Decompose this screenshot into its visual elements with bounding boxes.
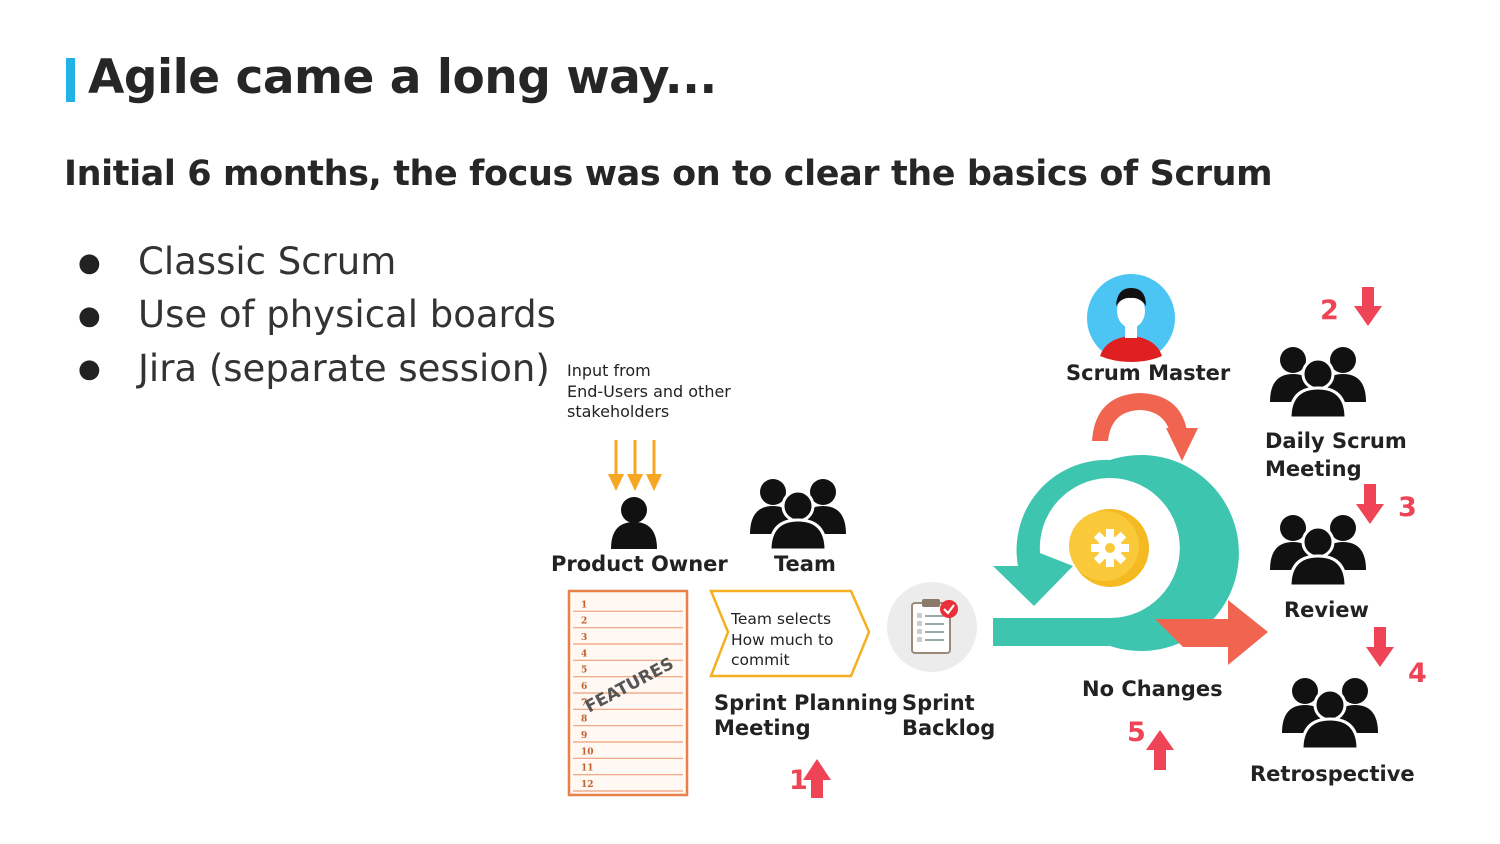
step-number-3: 3	[1398, 492, 1417, 523]
bullet-item: ● Jira (separate session)	[78, 343, 556, 396]
bullet-text: Classic Scrum	[138, 240, 397, 283]
review-team-icon	[1268, 513, 1368, 588]
retrospective-label: Retrospective	[1250, 762, 1415, 786]
input-arrows-icon	[608, 440, 662, 491]
daily-scrum-line: Daily Scrum	[1265, 429, 1407, 453]
step-4-arrow-icon	[1366, 627, 1394, 667]
step-3-arrow-icon	[1356, 484, 1384, 524]
title-accent-bar	[66, 58, 75, 102]
team-selects-text: Team selects How much to commit	[731, 609, 834, 671]
bullet-item: ● Use of physical boards	[78, 289, 556, 342]
sprint-cycle-icon	[993, 455, 1239, 651]
team-selects-chevron	[709, 589, 871, 678]
bullet-dot-icon: ●	[78, 247, 101, 278]
review-label: Review	[1284, 598, 1369, 622]
input-note-line: End-Users and other	[567, 381, 731, 401]
backlog-row-number: 12	[581, 780, 594, 790]
step-number-4: 4	[1408, 658, 1427, 689]
step-5-arrow-icon	[1146, 730, 1174, 770]
product-owner-icon	[611, 497, 657, 549]
input-note-line: stakeholders	[567, 402, 670, 421]
team-selects-line: Team selects	[731, 610, 832, 628]
backlog-row-number: 4	[581, 649, 587, 659]
clipboard-icon	[887, 582, 977, 672]
daily-scrum-line: Meeting	[1265, 457, 1362, 481]
sprint-backlog-line: Backlog	[902, 716, 996, 740]
backlog-row-number: 10	[581, 747, 594, 757]
backlog-row-number: 11	[581, 764, 594, 774]
bullet-list: ● Classic Scrum ● Use of physical boards ●…	[78, 236, 556, 396]
step-1-arrow-icon	[803, 759, 831, 798]
team-label: Team	[774, 552, 836, 576]
daily-cycle-arrow-icon	[1092, 393, 1198, 461]
backlog-row-number: 2	[581, 617, 587, 627]
backlog-row-number: 5	[581, 666, 587, 676]
bullet-text: Jira (separate session)	[138, 346, 550, 390]
retrospective-team-icon	[1280, 676, 1380, 751]
sprint-planning-line: Sprint Planning	[714, 691, 898, 715]
sprint-backlog-label: Sprint Backlog	[902, 691, 995, 741]
backlog-row-number: 8	[581, 715, 587, 725]
sprint-planning-label: Sprint Planning Meeting	[714, 691, 898, 741]
scrum-master-label: Scrum Master	[1066, 361, 1231, 385]
bullet-dot-icon: ●	[78, 354, 101, 385]
sprint-planning-line: Meeting	[714, 716, 811, 740]
team-icon	[748, 477, 848, 552]
backlog-row-number: 3	[581, 633, 587, 643]
scrum-master-avatar	[1087, 274, 1175, 362]
slide-title: Agile came a long way...	[88, 50, 717, 105]
bullet-text: Use of physical boards	[138, 293, 556, 337]
sprint-backlog-line: Sprint	[902, 691, 975, 715]
step-number-2: 2	[1320, 295, 1339, 326]
step-number-1: 1	[789, 765, 808, 796]
gear-icon	[1069, 509, 1149, 587]
backlog-row-number: 6	[581, 682, 587, 692]
bullet-dot-icon: ●	[78, 301, 101, 331]
daily-scrum-team-icon	[1268, 345, 1368, 420]
input-note-line: Input from	[567, 361, 651, 380]
no-changes-label: No Changes	[1082, 677, 1223, 701]
input-note: Input from End-Users and other stakehold…	[567, 361, 731, 423]
slide-subtitle: Initial 6 months, the focus was on to cl…	[64, 154, 1273, 194]
backlog-row-number: 7	[581, 698, 587, 708]
product-owner-label: Product Owner	[551, 552, 728, 576]
step-2-arrow-icon	[1354, 287, 1382, 326]
backlog-row-number: 1	[581, 600, 587, 610]
backlog-row-number: 9	[581, 731, 587, 741]
daily-scrum-label: Daily Scrum Meeting	[1265, 427, 1407, 483]
team-selects-line: How much to	[731, 630, 834, 649]
bullet-item: ● Classic Scrum	[78, 236, 556, 289]
team-selects-line: commit	[731, 651, 790, 669]
increment-arrow-icon	[1155, 600, 1268, 665]
step-number-5: 5	[1127, 717, 1146, 748]
